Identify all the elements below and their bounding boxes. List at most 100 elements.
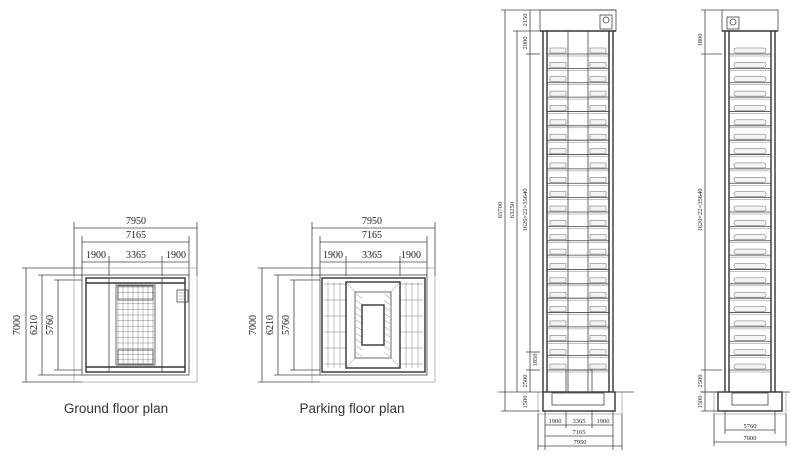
dim-bottom-level: 2500 [522, 375, 529, 388]
car-shape [733, 47, 767, 54]
pallet-right [589, 263, 607, 269]
pallet-left [549, 277, 567, 284]
dim-side-left: 1900 [323, 250, 343, 261]
car-shape [733, 148, 767, 154]
dim-bottom-inner: 7165 [573, 429, 586, 436]
hatch-left [355, 332, 363, 338]
car-shape [733, 62, 767, 68]
hatch-right [383, 339, 391, 344]
car-shape [733, 349, 767, 355]
dim-bottom-side-right: 1900 [597, 418, 610, 425]
pallet-right [589, 47, 607, 54]
hatch-left [355, 352, 363, 357]
dim-side-stack: 1620×22=35640 [697, 188, 704, 231]
car-shape [733, 291, 767, 298]
pallet-right [589, 306, 607, 312]
parking-floor-caption: Parking floor plan [299, 401, 404, 416]
dim-side-pit: 1500 [697, 396, 704, 409]
dim-side-right: 1900 [401, 250, 421, 261]
pallet-left [549, 90, 567, 97]
car-shape [733, 363, 767, 370]
pallet-right [589, 205, 607, 212]
pallet-right [589, 148, 607, 154]
pallet-left [549, 335, 567, 341]
ground-floor-plan: 7950 7165 1900 3365 1900 7000 6210 5760 [12, 216, 198, 416]
pallet-left [549, 363, 567, 370]
hatch-left [355, 345, 363, 351]
pallet-left [549, 76, 567, 82]
pallet-left [549, 133, 567, 140]
dim-side-left: 1900 [86, 250, 106, 261]
parking-slat-pattern [324, 282, 423, 368]
ground-rack-pattern [117, 285, 154, 365]
pallet-left [549, 205, 567, 212]
car-shape [733, 133, 767, 140]
car-shape [733, 119, 767, 126]
dim-pit: 1500 [522, 396, 529, 409]
pallet-left [549, 234, 567, 240]
pallet-right [589, 191, 607, 197]
car-shape [733, 320, 767, 327]
hatch-right [383, 293, 391, 299]
side-level-racks [729, 47, 771, 373]
pallet-right [589, 363, 607, 370]
dim-depth-mid: 6210 [29, 315, 40, 335]
car-shape [733, 220, 767, 226]
dim-depth-mid: 6210 [265, 315, 276, 335]
car-shape [733, 90, 767, 97]
dim-center: 3365 [126, 250, 146, 261]
pallet-left [549, 148, 567, 154]
dim-outer-width: 7950 [126, 216, 146, 227]
pallet-right [589, 220, 607, 226]
hatch-left [355, 306, 363, 312]
dim-upper-height: 63250 [509, 202, 516, 218]
hatch-right [383, 300, 391, 305]
dim-lower-level: 1850 [532, 354, 539, 367]
dim-side-bottom-level: 2500 [697, 375, 704, 388]
car-shape [733, 234, 767, 240]
car-shape [733, 76, 767, 82]
parking-lift-hatch [355, 293, 391, 357]
dim-total-height: 65700 [497, 202, 504, 218]
pallet-right [589, 105, 607, 111]
pallet-left [549, 47, 567, 54]
dim-top-level: 2000 [522, 37, 529, 50]
pallet-right [589, 320, 607, 327]
rack-block-top [117, 285, 154, 301]
pallet-right [589, 133, 607, 140]
pallet-right [589, 62, 607, 68]
pallet-right [589, 349, 607, 355]
pallet-right [589, 76, 607, 82]
car-shape [733, 335, 767, 341]
hatch-right [383, 306, 391, 312]
hatch-right [383, 332, 391, 338]
dim-inner-width: 7165 [126, 230, 146, 241]
pallet-right [589, 291, 607, 298]
dim-depth-outer: 7000 [12, 315, 23, 335]
dim-depth-outer: 7000 [248, 315, 259, 335]
pallet-right [589, 90, 607, 97]
dim-bottom-side-left: 1900 [549, 418, 562, 425]
hatch-right [383, 326, 391, 331]
parking-floor-plan: 7950 7165 1900 3365 1900 7000 6210 5760 [248, 216, 436, 416]
car-shape [733, 191, 767, 197]
hatch-left [355, 300, 363, 305]
pallet-left [549, 119, 567, 126]
hatch-left [355, 319, 363, 325]
pallet-left [549, 62, 567, 68]
pallet-left [549, 320, 567, 327]
hatch-right [383, 319, 391, 325]
pallet-right [589, 248, 607, 255]
car-shape [733, 248, 767, 255]
car-shape [733, 277, 767, 284]
hatch-left [355, 293, 363, 299]
ground-floor-caption: Ground floor plan [64, 401, 168, 416]
dim-side-outer-width: 7000 [744, 435, 757, 442]
dim-top-gap: 2150 [522, 14, 529, 27]
dim-center: 3365 [362, 250, 382, 261]
car-shape [733, 205, 767, 212]
dim-depth-inner: 5760 [45, 315, 56, 335]
pallet-right [589, 234, 607, 240]
front-elevation: 65700 63250 2150 2000 1620×22=35640 1850… [497, 9, 634, 450]
